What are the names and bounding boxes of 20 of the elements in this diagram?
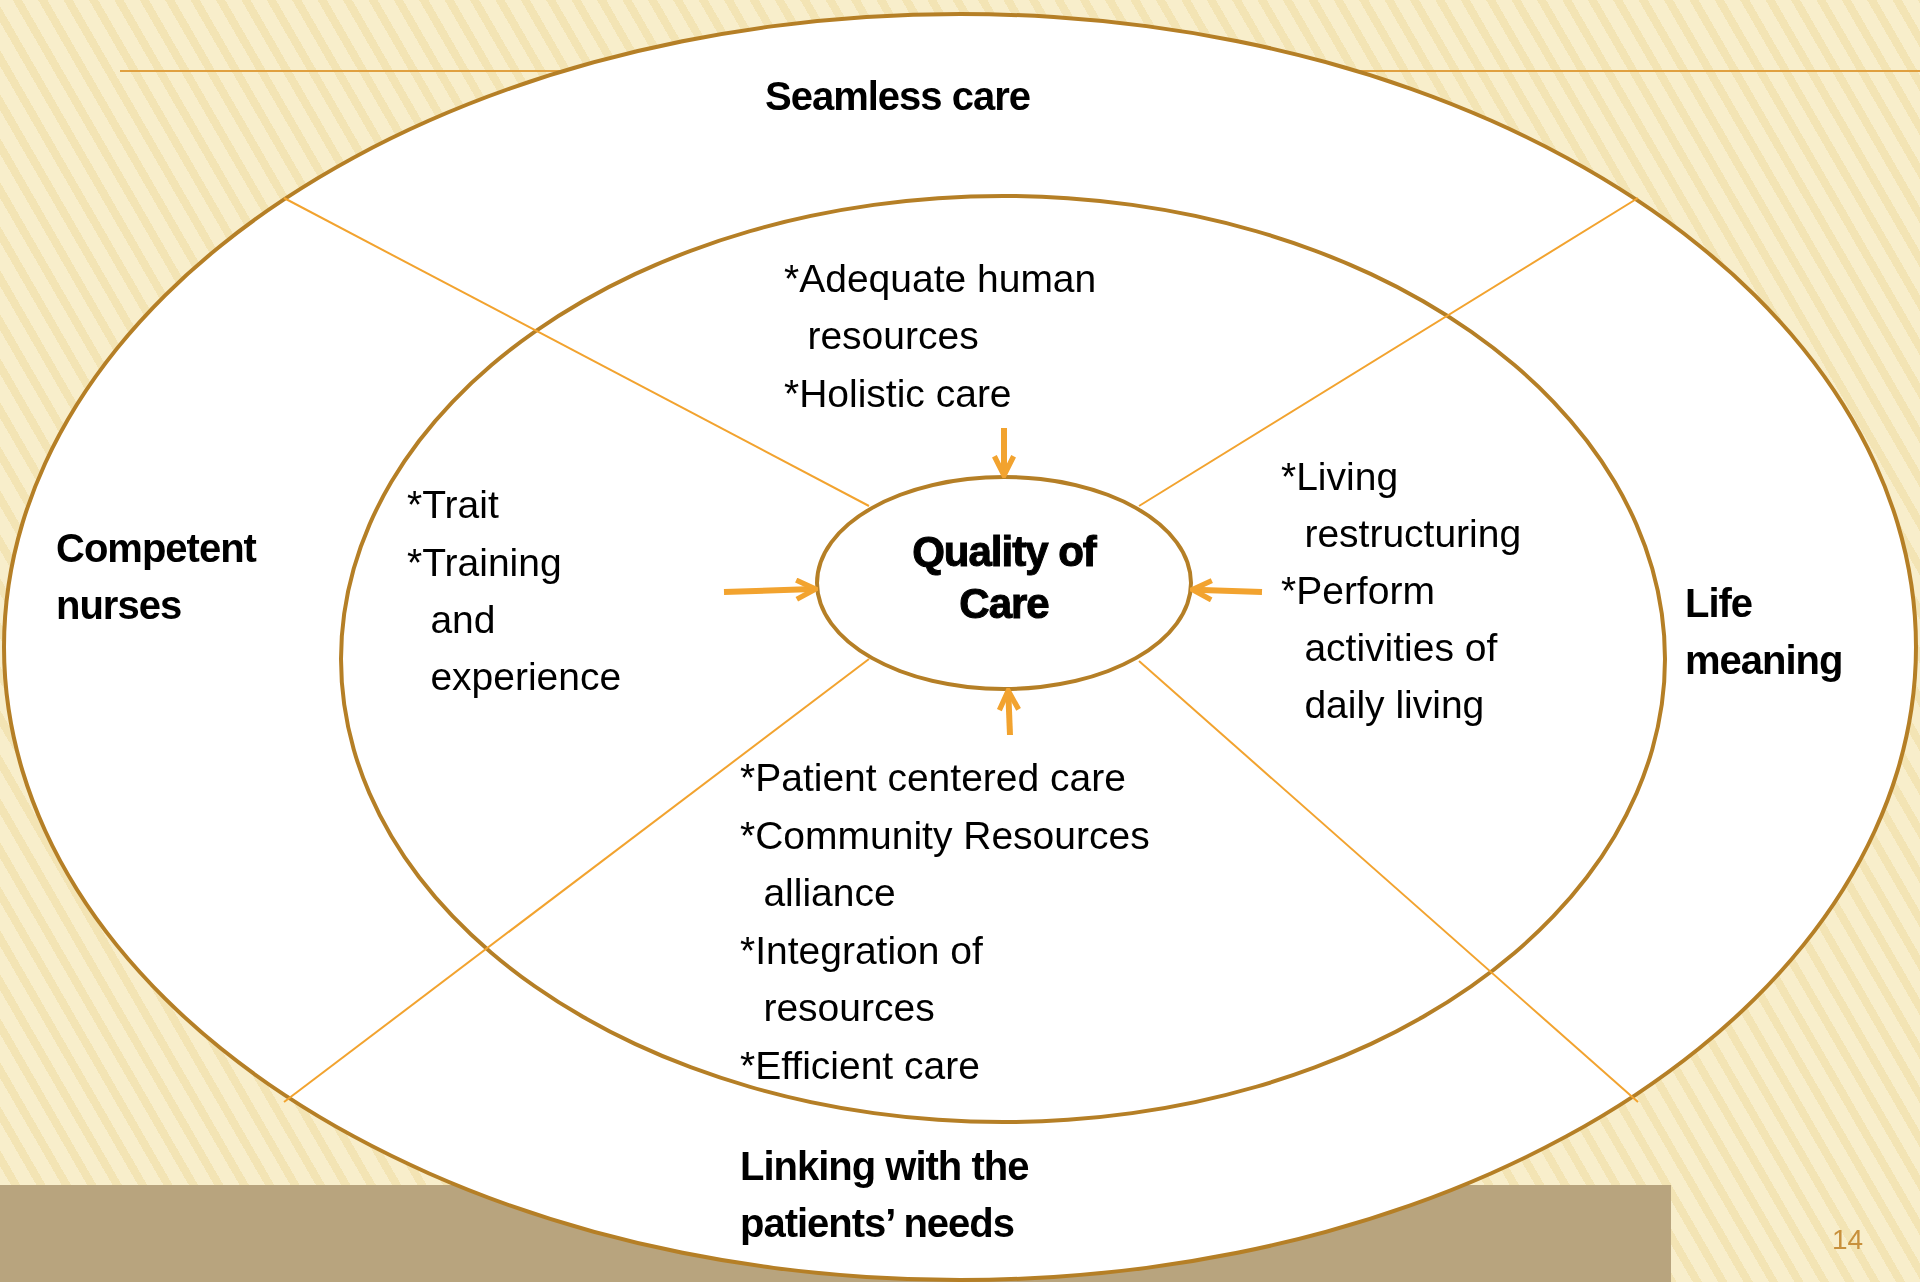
arrow — [996, 687, 1022, 736]
bullet-text: *Patient centered care — [740, 755, 1127, 801]
page-number: 14 — [1832, 1224, 1864, 1256]
arrow — [1189, 578, 1263, 603]
arrow — [991, 428, 1017, 479]
bullet-text: *Training and experience — [407, 540, 623, 700]
bullet-text: *Community Resources alliance — [740, 813, 1151, 916]
bullet-text: *Integration of resources — [740, 928, 984, 1031]
center-title: Quality of Care — [911, 527, 1098, 629]
bullet-text: *Trait — [407, 482, 500, 528]
sector-heading: Competent nurses — [56, 525, 258, 629]
sector-heading: Linking with the patients’ needs — [740, 1143, 1030, 1247]
bullet-text: *Adequate human resources — [784, 256, 1098, 359]
bullet-text: *Perform activities of daily living — [1281, 568, 1499, 728]
bullet-text: *Holistic care — [784, 371, 1013, 417]
bullet-text: *Efficient care — [740, 1043, 981, 1089]
arrow — [723, 577, 819, 602]
bullet-text: *Living restructuring — [1281, 454, 1523, 557]
sector-heading: Seamless care — [765, 73, 1031, 120]
sector-heading: Life meaning — [1685, 580, 1844, 684]
